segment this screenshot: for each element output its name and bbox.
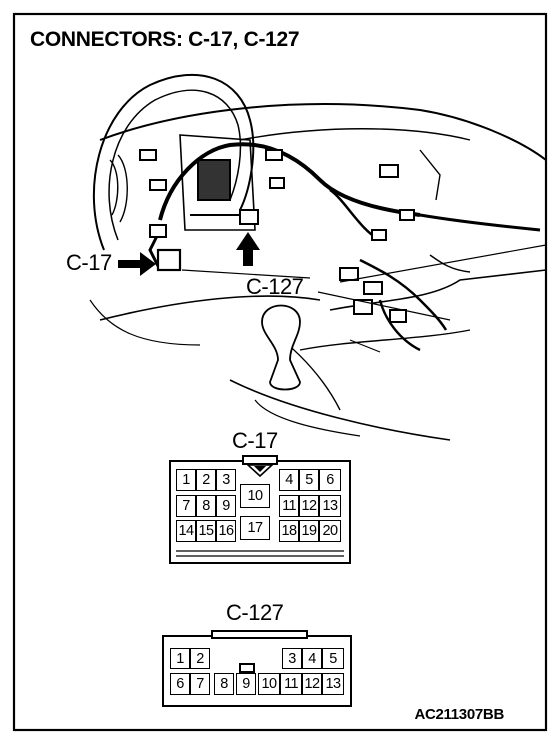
c17-pin: 9 [216,495,236,517]
callout-c17: C-17 [66,250,112,275]
vehicle-interior-illustration [89,73,547,441]
c17-pin: 20 [319,520,341,542]
c127-pin: 10 [258,673,280,695]
c17-pin: 17 [240,516,270,540]
c127-pin: 13 [322,673,344,695]
c127-pin: 6 [170,673,190,695]
c127-pin: 12 [302,673,322,695]
connector-c17-label: C-17 [232,428,278,453]
c17-pin: 15 [196,520,216,542]
c127-arrow [236,232,260,266]
c17-pin: 10 [240,484,270,508]
c17-pin: 3 [216,469,236,491]
connector-c127-housing [162,630,352,707]
c127-pin: 5 [322,648,344,669]
c127-pin: 8 [214,673,234,695]
c127-pin: 11 [280,673,302,695]
figure-code: AC211307BB [414,706,504,723]
c127-pin: 3 [282,648,302,669]
c17-pin: 12 [299,495,319,517]
c17-pin: 8 [196,495,216,517]
c17-pin: 19 [299,520,319,542]
c17-pin: 13 [319,495,341,517]
c17-arrow [118,252,156,276]
c17-pin: 14 [176,520,196,542]
c127-pin: 4 [302,648,322,669]
c17-pin: 16 [216,520,236,542]
c127-pin: 2 [190,648,210,669]
c127-pin: 7 [190,673,210,695]
callout-c127: C-127 [246,274,304,299]
c17-pin: 7 [176,495,196,517]
page-title: CONNECTORS: C-17, C-127 [30,28,300,51]
connector-c17-housing [169,455,351,564]
c17-latch-icon [245,464,275,478]
c17-pin: 2 [196,469,216,491]
c127-pin: 9 [236,673,256,695]
c17-pin: 18 [279,520,299,542]
connector-c127-label: C-127 [226,600,284,625]
c17-pin: 11 [279,495,299,517]
c127-pin: 1 [170,648,190,669]
c17-pin: 1 [176,469,196,491]
c17-pin: 4 [279,469,299,491]
c17-pin: 5 [299,469,319,491]
c17-pin: 6 [319,469,341,491]
